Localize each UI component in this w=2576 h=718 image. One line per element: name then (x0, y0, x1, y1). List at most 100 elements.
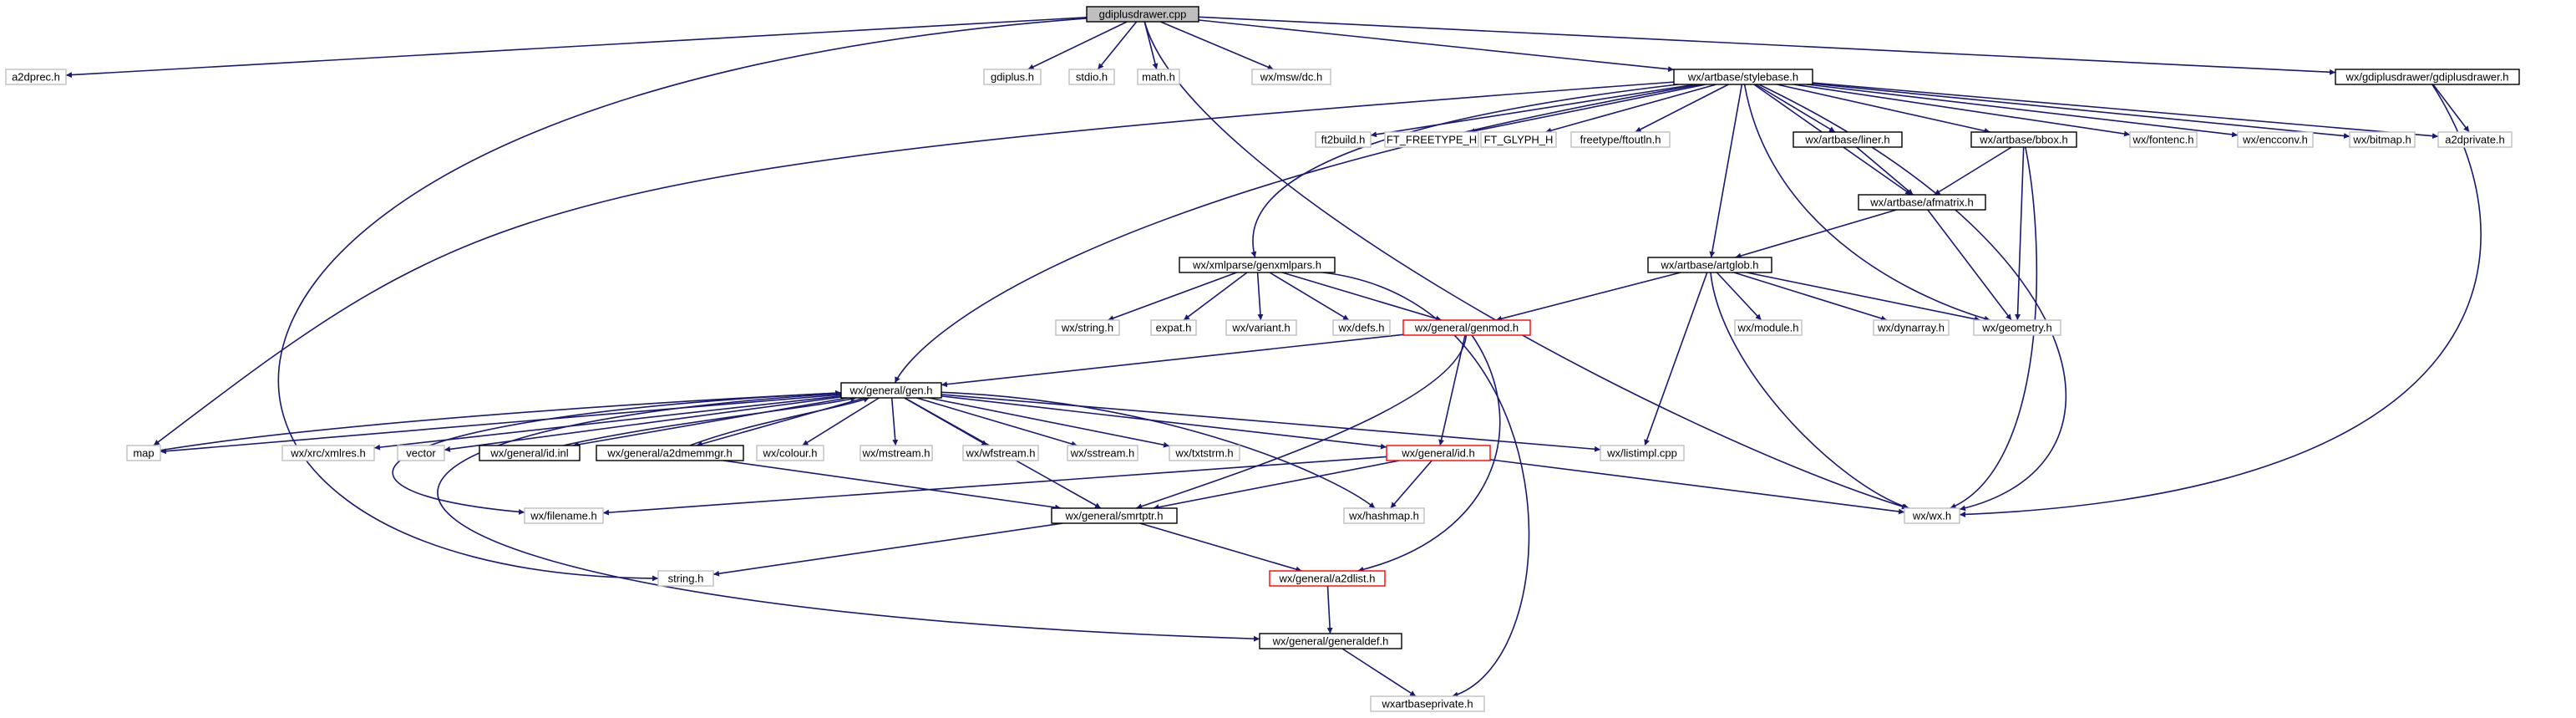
node-label: wx/listimpl.cpp (1606, 447, 1677, 460)
node-label: wx/wfstream.h (965, 447, 1035, 460)
node-label: wx/general/gen.h (849, 384, 932, 397)
edge-a2dlist-to-generaldef (1326, 585, 1333, 634)
file-node-afmatrix[interactable]: wx/artbase/afmatrix.h (1858, 194, 1986, 211)
file-node-gdidrawer[interactable]: wx/gdiplusdrawer/gdiplusdrawer.h (2335, 69, 2520, 85)
file-node-idinl[interactable]: wx/general/id.inl (479, 445, 581, 461)
node-label: wx/dynarray.h (1877, 322, 1945, 334)
edge-gen-to-idinl (572, 397, 849, 448)
node-box (2129, 131, 2198, 148)
edge-gen-to-a2dmem (696, 397, 865, 447)
file-node-mswdc: wx/msw/dc.h (1251, 69, 1331, 85)
node-label: wx/general/genmod.h (1414, 322, 1519, 334)
edge-gen-to-txtstrm (928, 397, 1170, 448)
node-box (1315, 131, 1372, 148)
node-label: wx/encconv.h (2242, 134, 2308, 146)
file-node-root[interactable]: gdiplusdrawer.cpp (1086, 6, 1199, 23)
file-node-filename: wx/filename.h (524, 507, 604, 524)
edge-root-to-stringh (277, 18, 1088, 582)
file-node-a2dmem[interactable]: wx/general/a2dmemmgr.h (596, 445, 744, 461)
file-node-gen[interactable]: wx/general/gen.h (840, 382, 942, 399)
node-label: wx/fontenc.h (2132, 134, 2194, 146)
node-box (1647, 257, 1772, 273)
edge-root-to-wxh (1143, 21, 1909, 510)
edge-artglob-to-dynarray (1733, 272, 1888, 322)
file-node-txtstrm: wx/txtstrm.h (1169, 445, 1240, 461)
edge-stylebase-to-gen (894, 84, 1701, 384)
node-box (1673, 69, 1813, 85)
node-label: wx/colour.h (762, 447, 817, 460)
file-node-sstream: wx/sstream.h (1067, 445, 1138, 461)
file-node-genxmlpars[interactable]: wx/xmlparse/genxmlpars.h (1179, 257, 1336, 273)
file-node-bbox[interactable]: wx/artbase/bbox.h (1970, 131, 2077, 148)
node-box (962, 445, 1039, 461)
file-node-ftoutln: freetype/ftoutln.h (1570, 131, 1671, 148)
edge-gen-to-xmlres (373, 395, 842, 451)
file-node-generaldef[interactable]: wx/general/generaldef.h (1259, 633, 1402, 649)
edge-genxmlpars-to-variant (1256, 272, 1264, 321)
node-label: wx/artbase/stylebase.h (1687, 71, 1798, 84)
node-box (397, 445, 445, 461)
edge-gdidrawer-to-a2dprivate (2432, 84, 2470, 133)
edge-genmod-to-gen (941, 334, 1404, 388)
node-box (281, 445, 375, 461)
node-box (1970, 131, 2077, 148)
file-node-wxstring: wx/string.h (1055, 319, 1120, 336)
file-node-map: map (126, 445, 161, 461)
node-label: gdiplus.h (991, 71, 1034, 84)
node-box (1343, 507, 1425, 524)
node-box (1086, 6, 1199, 23)
file-node-artglob[interactable]: wx/artbase/artglob.h (1647, 257, 1772, 273)
file-node-ft2build: ft2build.h (1315, 131, 1372, 148)
node-label: wx/geometry.h (1981, 322, 2052, 334)
file-node-math: math.h (1137, 69, 1180, 85)
node-label: FT_GLYPH_H (1484, 134, 1554, 146)
node-label: wx/general/id.h (1401, 447, 1474, 460)
node-box (1570, 131, 1671, 148)
edge-stylebase-to-encconv (1807, 84, 2239, 138)
node-box (1332, 319, 1391, 336)
file-node-stylebase[interactable]: wx/artbase/stylebase.h (1673, 69, 1813, 85)
node-box (1051, 507, 1178, 524)
file-node-stringh: string.h (657, 570, 714, 587)
node-box (2437, 131, 2513, 148)
node-box (860, 445, 933, 461)
edge-map-to-gen (160, 390, 842, 451)
node-label: FT_FREETYPE_H (1387, 134, 1477, 146)
file-node-xmlres: wx/xrc/xmlres.h (281, 445, 375, 461)
file-node-geometry: wx/geometry.h (1973, 319, 2061, 336)
file-node-a2dlist[interactable]: wx/general/a2dlist.h (1269, 570, 1386, 587)
edge-root-to-gdiplus (1027, 21, 1128, 70)
node-label: gdiplusdrawer.cpp (1099, 8, 1187, 21)
edge-artglob-to-listimpl (1644, 272, 1708, 446)
node-box (1973, 319, 2061, 336)
edge-idinl-to-gen (563, 396, 857, 446)
node-label: freetype/ftoutln.h (1580, 134, 1661, 146)
file-node-mstream: wx/mstream.h (860, 445, 933, 461)
node-label: wx/defs.h (1338, 322, 1385, 334)
node-label: math.h (1142, 71, 1175, 84)
edge-idh-to-filename (602, 456, 1387, 516)
file-node-smrtptr[interactable]: wx/general/smrtptr.h (1051, 507, 1178, 524)
node-box (1137, 69, 1180, 85)
node-box (1858, 194, 1986, 211)
node-box (840, 382, 942, 399)
node-box (1600, 445, 1685, 461)
edge-root-to-stdio (1097, 21, 1138, 70)
file-node-liner[interactable]: wx/artbase/liner.h (1793, 131, 1903, 148)
edge-idh-to-wxh (1489, 459, 1905, 515)
node-label: wx/general/smrtptr.h (1064, 510, 1163, 522)
node-label: wx/bitmap.h (2352, 134, 2411, 146)
file-node-idh[interactable]: wx/general/id.h (1386, 445, 1491, 461)
node-box (524, 507, 604, 524)
file-node-genmod[interactable]: wx/general/genmod.h (1402, 319, 1531, 336)
node-label: string.h (668, 573, 704, 585)
file-node-colour: wx/colour.h (756, 445, 824, 461)
node-label: wx/wx.h (1912, 510, 1951, 522)
node-box (983, 69, 1042, 85)
node-label: wx/general/a2dmemmgr.h (606, 447, 733, 460)
node-box (1055, 319, 1120, 336)
node-box (2335, 69, 2520, 85)
node-label: wx/hashmap.h (1348, 510, 1419, 522)
node-label: ft2build.h (1321, 134, 1366, 146)
